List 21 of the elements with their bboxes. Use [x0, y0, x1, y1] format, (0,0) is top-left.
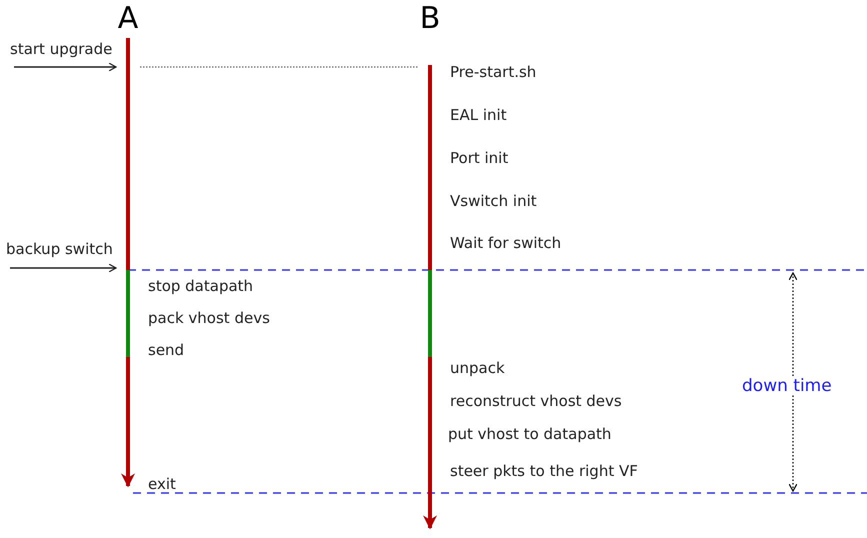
step-label: stop datapath — [148, 277, 254, 295]
step-label: send — [148, 341, 184, 359]
dimension-label: down time — [742, 377, 832, 395]
event-label: start upgrade — [10, 40, 118, 58]
step-label: Pre-start.sh — [450, 63, 536, 81]
dotted-line — [140, 66, 418, 68]
lifeline-title: B — [418, 2, 442, 36]
step-label: unpack — [450, 359, 505, 377]
step-label: Wait for switch — [450, 234, 562, 252]
event-label: backup switch — [6, 240, 118, 258]
step-label: Vswitch init — [450, 192, 537, 210]
step-label: exit — [148, 475, 176, 493]
step-label: put vhost to datapath — [448, 425, 612, 443]
step-label: reconstruct vhost devs — [450, 392, 622, 410]
step-label: steer pkts to the right VF — [450, 462, 638, 480]
step-label: pack vhost devs — [148, 309, 270, 327]
step-label: Port init — [450, 149, 508, 167]
lifeline-title: A — [116, 2, 140, 36]
step-label: EAL init — [450, 106, 507, 124]
arrow — [14, 62, 117, 72]
arrow — [10, 263, 117, 273]
